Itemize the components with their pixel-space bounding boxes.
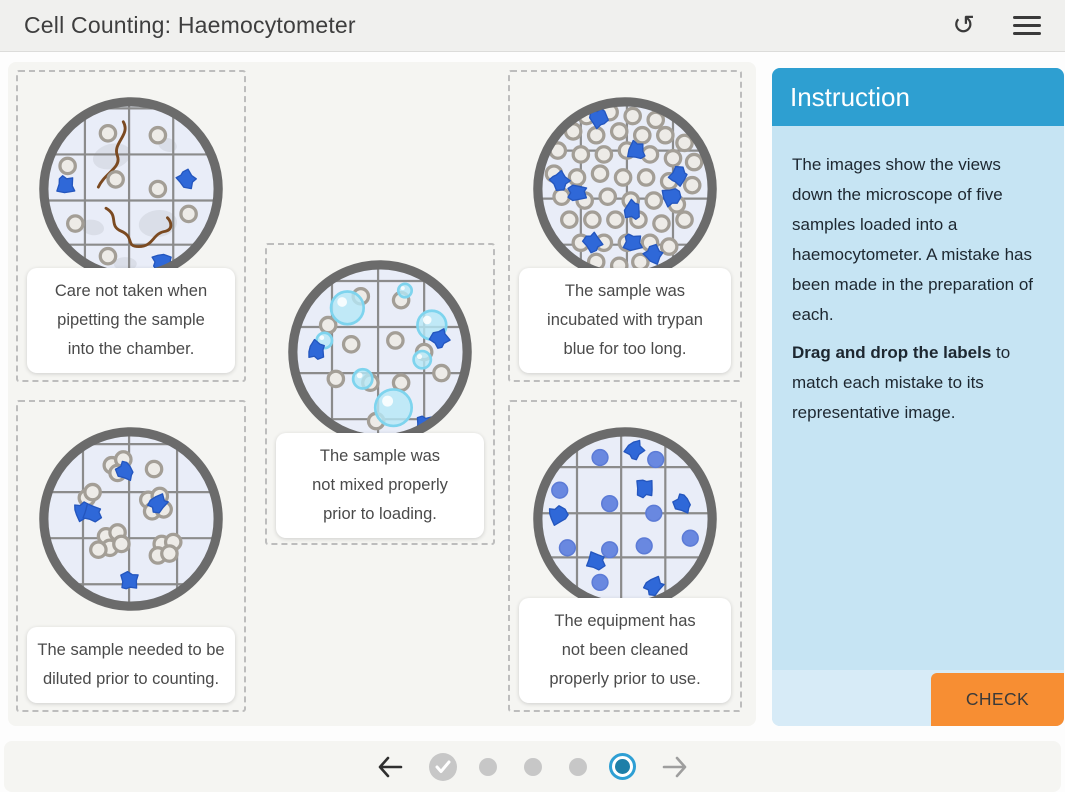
- instruction-paragraph-2: Drag and drop the labels to match each m…: [792, 338, 1044, 428]
- completed-check-icon: [428, 752, 457, 781]
- instruction-paragraph-1: The images show the views down the micro…: [792, 155, 1034, 324]
- step-indicator: [568, 757, 587, 776]
- next-arrow-button[interactable]: [655, 756, 695, 778]
- page-title: Cell Counting: Haemocytometer: [24, 12, 356, 38]
- step-dot-1-completed[interactable]: [420, 752, 465, 781]
- step-indicator: [478, 757, 497, 776]
- microscope-view-pipetting: [39, 97, 223, 281]
- instruction-panel: Instruction The images show the views do…: [772, 68, 1064, 726]
- step-dots: [420, 752, 645, 781]
- step-dot-4-default[interactable]: [555, 757, 600, 776]
- drag-drop-stage: Care not taken when pipetting the sample…: [8, 62, 756, 726]
- instruction-panel-footer: CHECK: [772, 670, 1064, 726]
- right-arrow-icon: [662, 756, 687, 777]
- mistake-label[interactable]: The sample was incubated with trypan blu…: [519, 268, 731, 373]
- bottom-nav: [4, 741, 1061, 792]
- prev-arrow-button[interactable]: [370, 756, 410, 778]
- drop-zone-needs-dilution[interactable]: The sample needed to be diluted prior to…: [16, 400, 246, 712]
- microscope-view-trypan-too-long: [533, 97, 717, 281]
- microscope-view-dirty-equipment: [533, 427, 717, 611]
- drop-zone-trypan-too-long[interactable]: The sample was incubated with trypan blu…: [508, 70, 742, 382]
- instruction-rest-text: to match each mistake to its representat…: [792, 343, 1011, 422]
- left-arrow-icon: [378, 756, 403, 777]
- step-indicator: [523, 757, 542, 776]
- mistake-label[interactable]: Care not taken when pipetting the sample…: [27, 268, 235, 373]
- step-dot-2-default[interactable]: [465, 757, 510, 776]
- drop-zone-not-mixed[interactable]: The sample was not mixed properly prior …: [265, 243, 495, 545]
- instruction-panel-header: Instruction: [772, 68, 1064, 126]
- menu-button[interactable]: [1013, 11, 1041, 40]
- reset-button[interactable]: ↺: [952, 12, 1013, 39]
- instruction-body: The images show the views down the micro…: [772, 126, 1064, 428]
- mistake-label[interactable]: The sample was not mixed properly prior …: [276, 433, 484, 538]
- app-header: Cell Counting: Haemocytometer ↺: [0, 0, 1065, 52]
- active-step-indicator: [609, 753, 636, 780]
- mistake-label[interactable]: The equipment has not been cleaned prope…: [519, 598, 731, 703]
- mistake-label[interactable]: The sample needed to be diluted prior to…: [27, 627, 235, 703]
- step-dot-5-active[interactable]: [600, 753, 645, 780]
- drop-zone-dirty-equipment[interactable]: The equipment has not been cleaned prope…: [508, 400, 742, 712]
- instruction-bold-text: Drag and drop the labels: [792, 343, 992, 362]
- microscope-view-not-mixed: [288, 260, 472, 444]
- instruction-title: Instruction: [790, 81, 910, 112]
- reset-icon: ↺: [952, 10, 975, 41]
- drop-zone-pipetting[interactable]: Care not taken when pipetting the sample…: [16, 70, 246, 382]
- microscope-view-needs-dilution: [39, 427, 223, 611]
- hamburger-menu-icon: [1013, 11, 1041, 40]
- check-button[interactable]: CHECK: [931, 673, 1064, 726]
- step-dot-3-default[interactable]: [510, 757, 555, 776]
